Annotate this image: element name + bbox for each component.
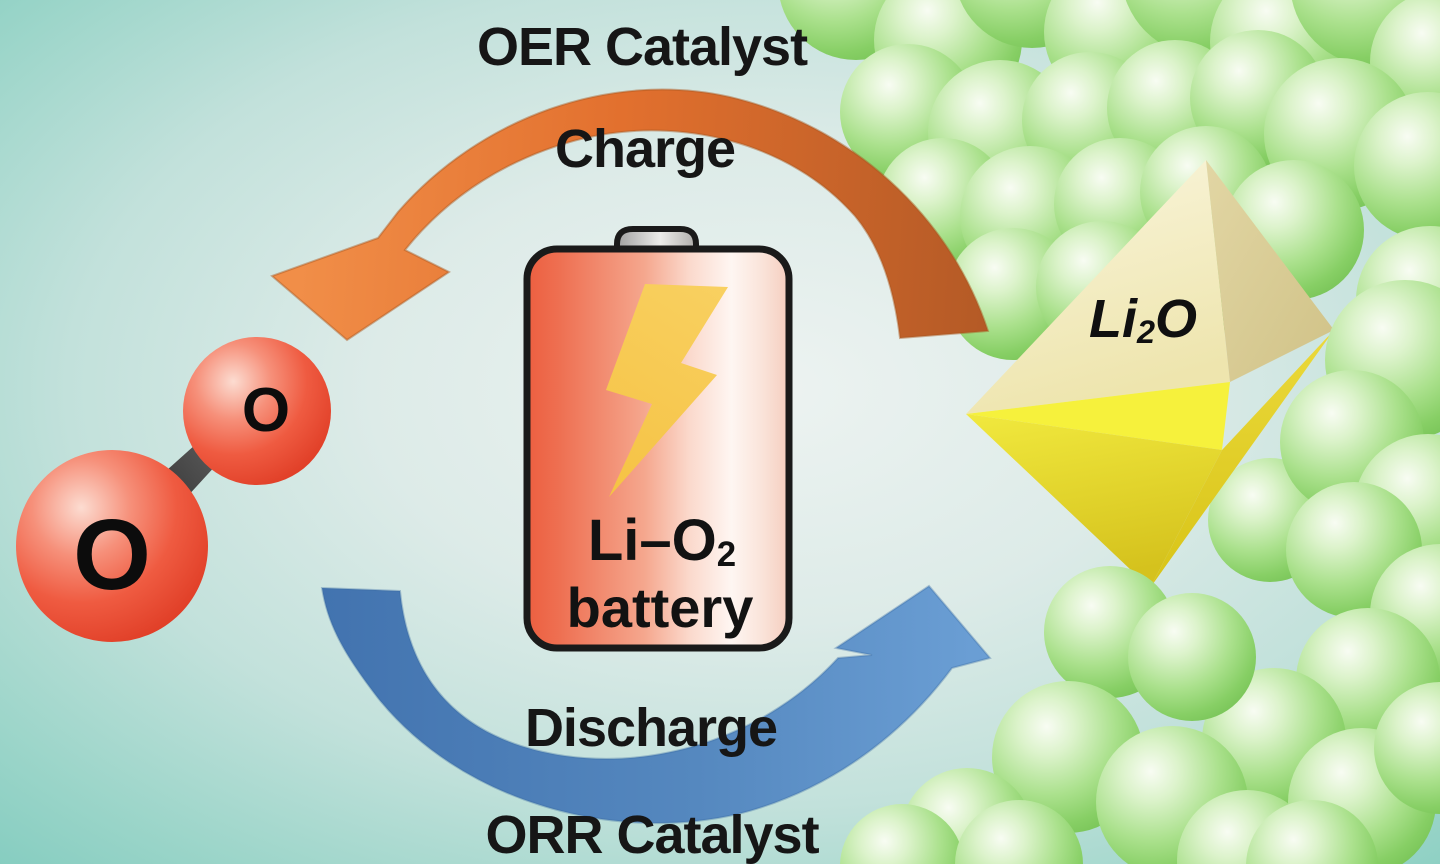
li-sphere [1246, 800, 1378, 864]
battery-label-line1: Li–O2 [588, 512, 736, 573]
orr-catalyst-label: ORR Catalyst [485, 805, 819, 864]
battery-label-line2: battery [566, 576, 754, 639]
oxygen-atom-small-label: O [241, 376, 291, 445]
octahedron-face-bottom-right [1150, 330, 1334, 588]
li2o-subscript: 2 [1136, 313, 1155, 350]
li2o-pre: Li [1088, 289, 1137, 349]
li-sphere [1128, 593, 1256, 721]
li-sphere [1354, 92, 1440, 240]
li2o-crystal-label: Li2O [1088, 289, 1198, 349]
charge-label: Charge [554, 119, 736, 179]
oxygen-atom-small [183, 337, 331, 485]
battery-label-main: Li–O [587, 508, 717, 573]
discharge-label: Discharge [524, 698, 778, 758]
li-sphere [1374, 682, 1440, 814]
battery [523, 226, 793, 652]
li-sphere [955, 800, 1083, 864]
oxygen-atom-large [16, 450, 208, 642]
battery-body [523, 245, 793, 652]
li2o-post: O [1155, 289, 1198, 349]
li-sphere [840, 804, 964, 864]
oer-catalyst-label: OER Catalyst [476, 17, 808, 77]
li2o-octahedron [966, 160, 1334, 588]
octahedron-face-top-right [1206, 160, 1334, 382]
octahedron-face-equator [966, 382, 1230, 450]
charge-arrow [270, 88, 990, 342]
lithium-sphere-cluster-front [840, 280, 1440, 864]
battery-label-subscript: 2 [716, 535, 737, 575]
discharge-arrow [320, 584, 992, 825]
oxygen-atom-large-label: O [73, 499, 151, 611]
octahedron-face-bottom-left [966, 414, 1222, 588]
oxygen-molecule [16, 337, 331, 642]
octahedron-face-top-left [966, 160, 1230, 414]
lightning-bolt-icon [606, 284, 728, 497]
